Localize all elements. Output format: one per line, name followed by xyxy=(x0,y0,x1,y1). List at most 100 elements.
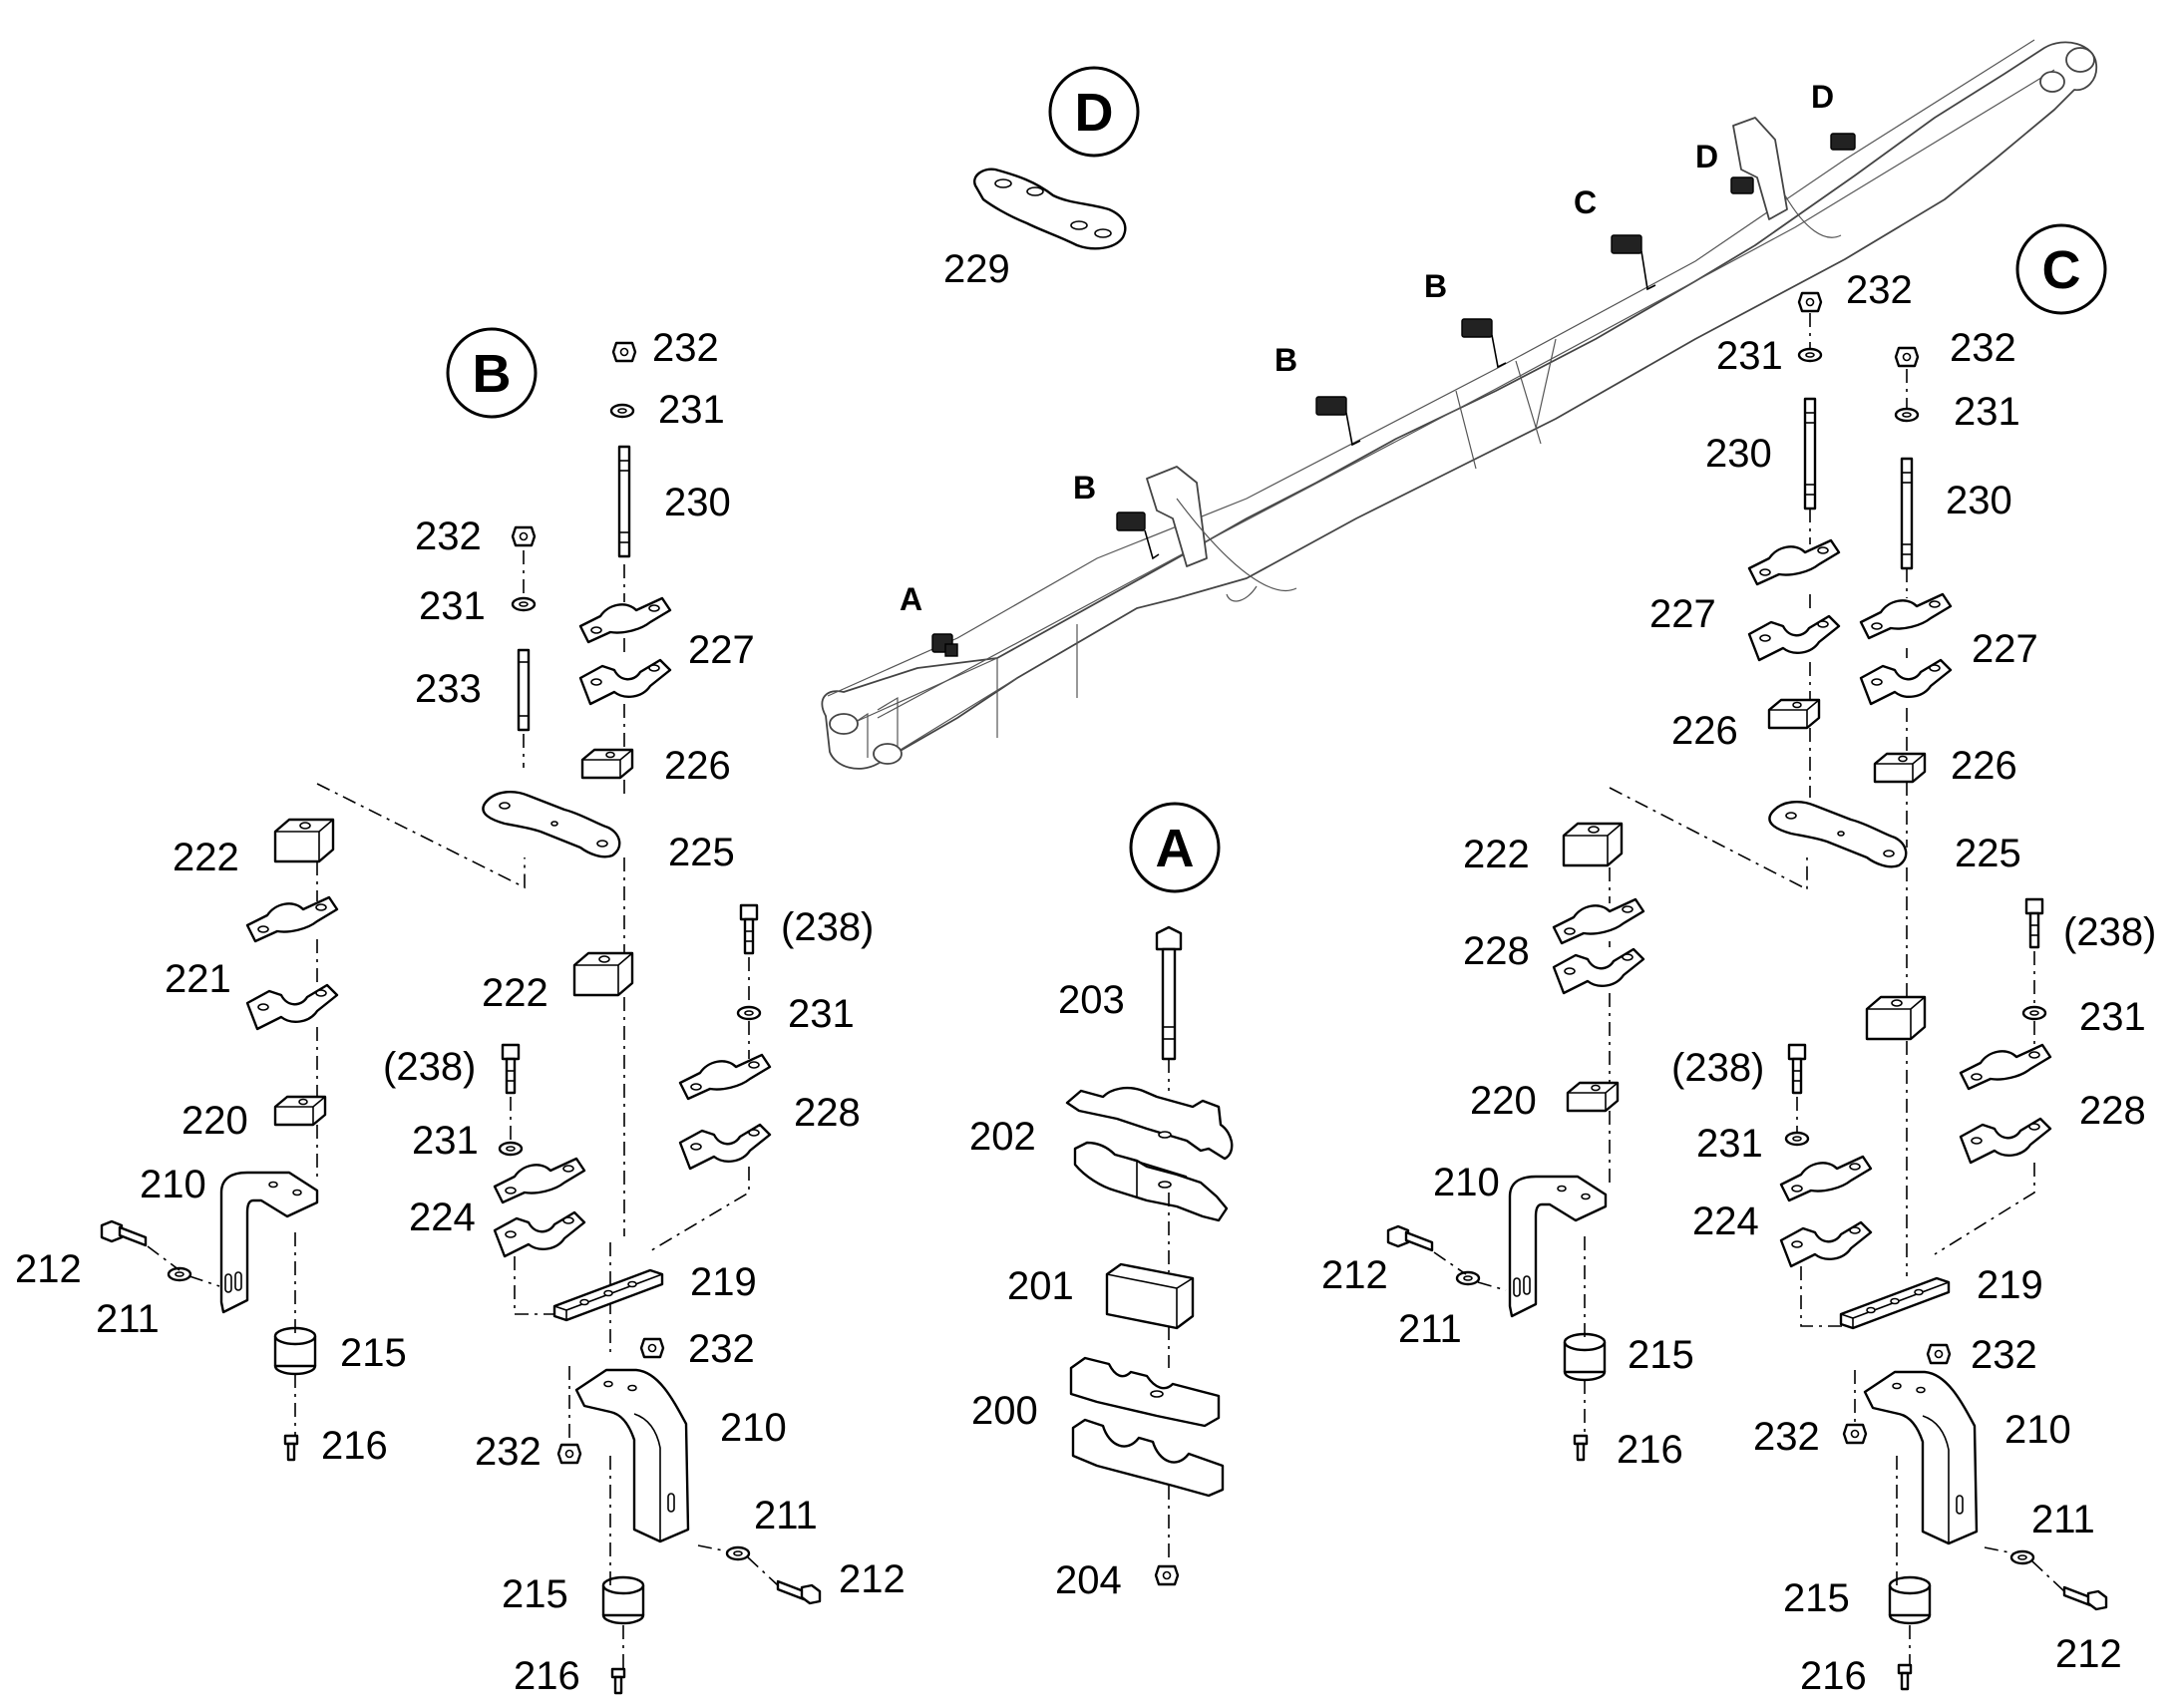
label-b-211-left: 211 xyxy=(96,1297,160,1341)
label-b-215-left: 215 xyxy=(340,1331,407,1375)
svg-text:B: B xyxy=(1424,268,1447,304)
label-b-230: 230 xyxy=(664,481,731,524)
label-b-231-top: 231 xyxy=(658,388,725,432)
label-b-216-left: 216 xyxy=(321,1424,388,1468)
boom-overview: A B B B C D D xyxy=(821,39,2098,770)
label-b-222-center: 222 xyxy=(482,971,548,1015)
detail-b: B xyxy=(15,326,906,1698)
label-b-220: 220 xyxy=(182,1099,248,1143)
label-c-210-right: 210 xyxy=(2004,1408,2071,1452)
label-c-212-right: 212 xyxy=(2055,1632,2122,1676)
label-b-231-right: 231 xyxy=(788,992,855,1036)
svg-text:C: C xyxy=(1574,184,1597,220)
label-b-228: 228 xyxy=(794,1091,861,1135)
label-c-232-right: 232 xyxy=(1950,326,2016,370)
label-c-230-right: 230 xyxy=(1946,479,2012,522)
detail-a: A 203 202 201 200 204 xyxy=(969,802,1234,1602)
label-b-226: 226 xyxy=(664,744,731,788)
label-c-215-right: 215 xyxy=(1783,1576,1850,1620)
label-c-211-right: 211 xyxy=(2031,1498,2095,1541)
svg-text:B: B xyxy=(1073,470,1096,506)
label-c-238-right: (238) xyxy=(2063,910,2156,954)
label-c-215-left: 215 xyxy=(1628,1333,1694,1377)
label-b-231-mid: 231 xyxy=(412,1119,479,1163)
detail-b-title-circle xyxy=(446,327,538,419)
label-b-238-right: (238) xyxy=(781,905,874,949)
label-b-216-right: 216 xyxy=(514,1654,580,1698)
label-c-232-left: 232 xyxy=(1846,268,1913,312)
boom-marker-b1: B xyxy=(1073,470,1096,506)
label-b-222-left: 222 xyxy=(173,836,239,879)
label-c-222: 222 xyxy=(1463,833,1530,876)
detail-c: C xyxy=(1321,223,2156,1698)
boom-marker-d2: D xyxy=(1811,79,1834,115)
detail-d: D 229 xyxy=(943,66,1140,291)
label-c-227-right: 227 xyxy=(1972,627,2038,671)
label-a-203: 203 xyxy=(1058,978,1125,1022)
label-b-210-right: 210 xyxy=(720,1406,787,1450)
label-a-204: 204 xyxy=(1055,1558,1122,1602)
svg-text:D: D xyxy=(1695,139,1718,174)
boom-marker-d1: D xyxy=(1695,139,1718,174)
label-b-210-left: 210 xyxy=(140,1163,206,1206)
label-c-219: 219 xyxy=(1977,1263,2043,1307)
part-229-plate xyxy=(973,168,1127,250)
label-a-201: 201 xyxy=(1007,1264,1074,1308)
label-b-211-right: 211 xyxy=(754,1494,818,1537)
boom-marker-b2: B xyxy=(1274,342,1297,378)
detail-b-title: B xyxy=(473,344,512,404)
label-a-202: 202 xyxy=(969,1115,1036,1159)
label-c-212-left: 212 xyxy=(1321,1253,1388,1297)
boom-marker-b3: B xyxy=(1424,268,1447,304)
label-c-225: 225 xyxy=(1955,832,2021,875)
detail-d-title: D xyxy=(1075,83,1114,143)
label-c-226-left: 226 xyxy=(1671,709,1738,753)
label-c-220: 220 xyxy=(1470,1079,1537,1123)
label-c-232-bottom: 232 xyxy=(1753,1415,1820,1459)
label-b-238-mid: (238) xyxy=(383,1045,476,1089)
label-c-231-mid: 231 xyxy=(1696,1122,1763,1166)
label-c-224: 224 xyxy=(1692,1199,1759,1243)
label-b-212-right: 212 xyxy=(839,1557,906,1601)
label-c-231-right: 231 xyxy=(1954,390,2020,434)
label-c-227-left: 227 xyxy=(1649,592,1716,636)
label-b-232-lower: 232 xyxy=(688,1327,755,1371)
label-c-210-left: 210 xyxy=(1433,1161,1500,1204)
label-b-233: 233 xyxy=(415,667,482,711)
svg-text:D: D xyxy=(1811,79,1834,115)
label-b-225: 225 xyxy=(668,831,735,874)
label-b-232-top: 232 xyxy=(652,326,719,370)
label-b-231-left: 231 xyxy=(419,584,486,628)
label-c-238-mid: (238) xyxy=(1671,1046,1764,1090)
label-b-215-right: 215 xyxy=(502,1572,568,1616)
label-c-232-lower: 232 xyxy=(1971,1333,2037,1377)
detail-a-title-circle xyxy=(1129,802,1221,893)
label-b-221: 221 xyxy=(165,957,231,1001)
label-b-232-left: 232 xyxy=(415,514,482,558)
label-c-211-left: 211 xyxy=(1398,1307,1462,1351)
label-c-231-left: 231 xyxy=(1716,334,1783,378)
label-c-216-right: 216 xyxy=(1800,1654,1867,1698)
detail-a-title: A xyxy=(1156,819,1195,878)
label-c-216-left: 216 xyxy=(1617,1428,1683,1472)
boom-marker-a: A xyxy=(900,581,922,617)
detail-c-title: C xyxy=(2042,240,2081,300)
label-c-231-r2: 231 xyxy=(2079,995,2146,1039)
label-c-228-left: 228 xyxy=(1463,929,1530,973)
detail-c-title-circle xyxy=(2015,223,2107,315)
label-b-212-left: 212 xyxy=(15,1247,82,1291)
label-b-227: 227 xyxy=(688,628,755,672)
label-b-232-bottom: 232 xyxy=(475,1430,542,1474)
svg-text:A: A xyxy=(900,581,922,617)
label-c-226-right: 226 xyxy=(1951,744,2017,788)
label-a-200: 200 xyxy=(971,1389,1038,1433)
label-b-224: 224 xyxy=(409,1196,476,1239)
label-c-228-right: 228 xyxy=(2079,1089,2146,1133)
label-b-219: 219 xyxy=(690,1260,757,1304)
boom-marker-c: C xyxy=(1574,184,1597,220)
label-229: 229 xyxy=(943,247,1010,291)
svg-text:B: B xyxy=(1274,342,1297,378)
label-c-230-left: 230 xyxy=(1705,432,1772,476)
detail-d-title-circle xyxy=(1048,66,1140,158)
